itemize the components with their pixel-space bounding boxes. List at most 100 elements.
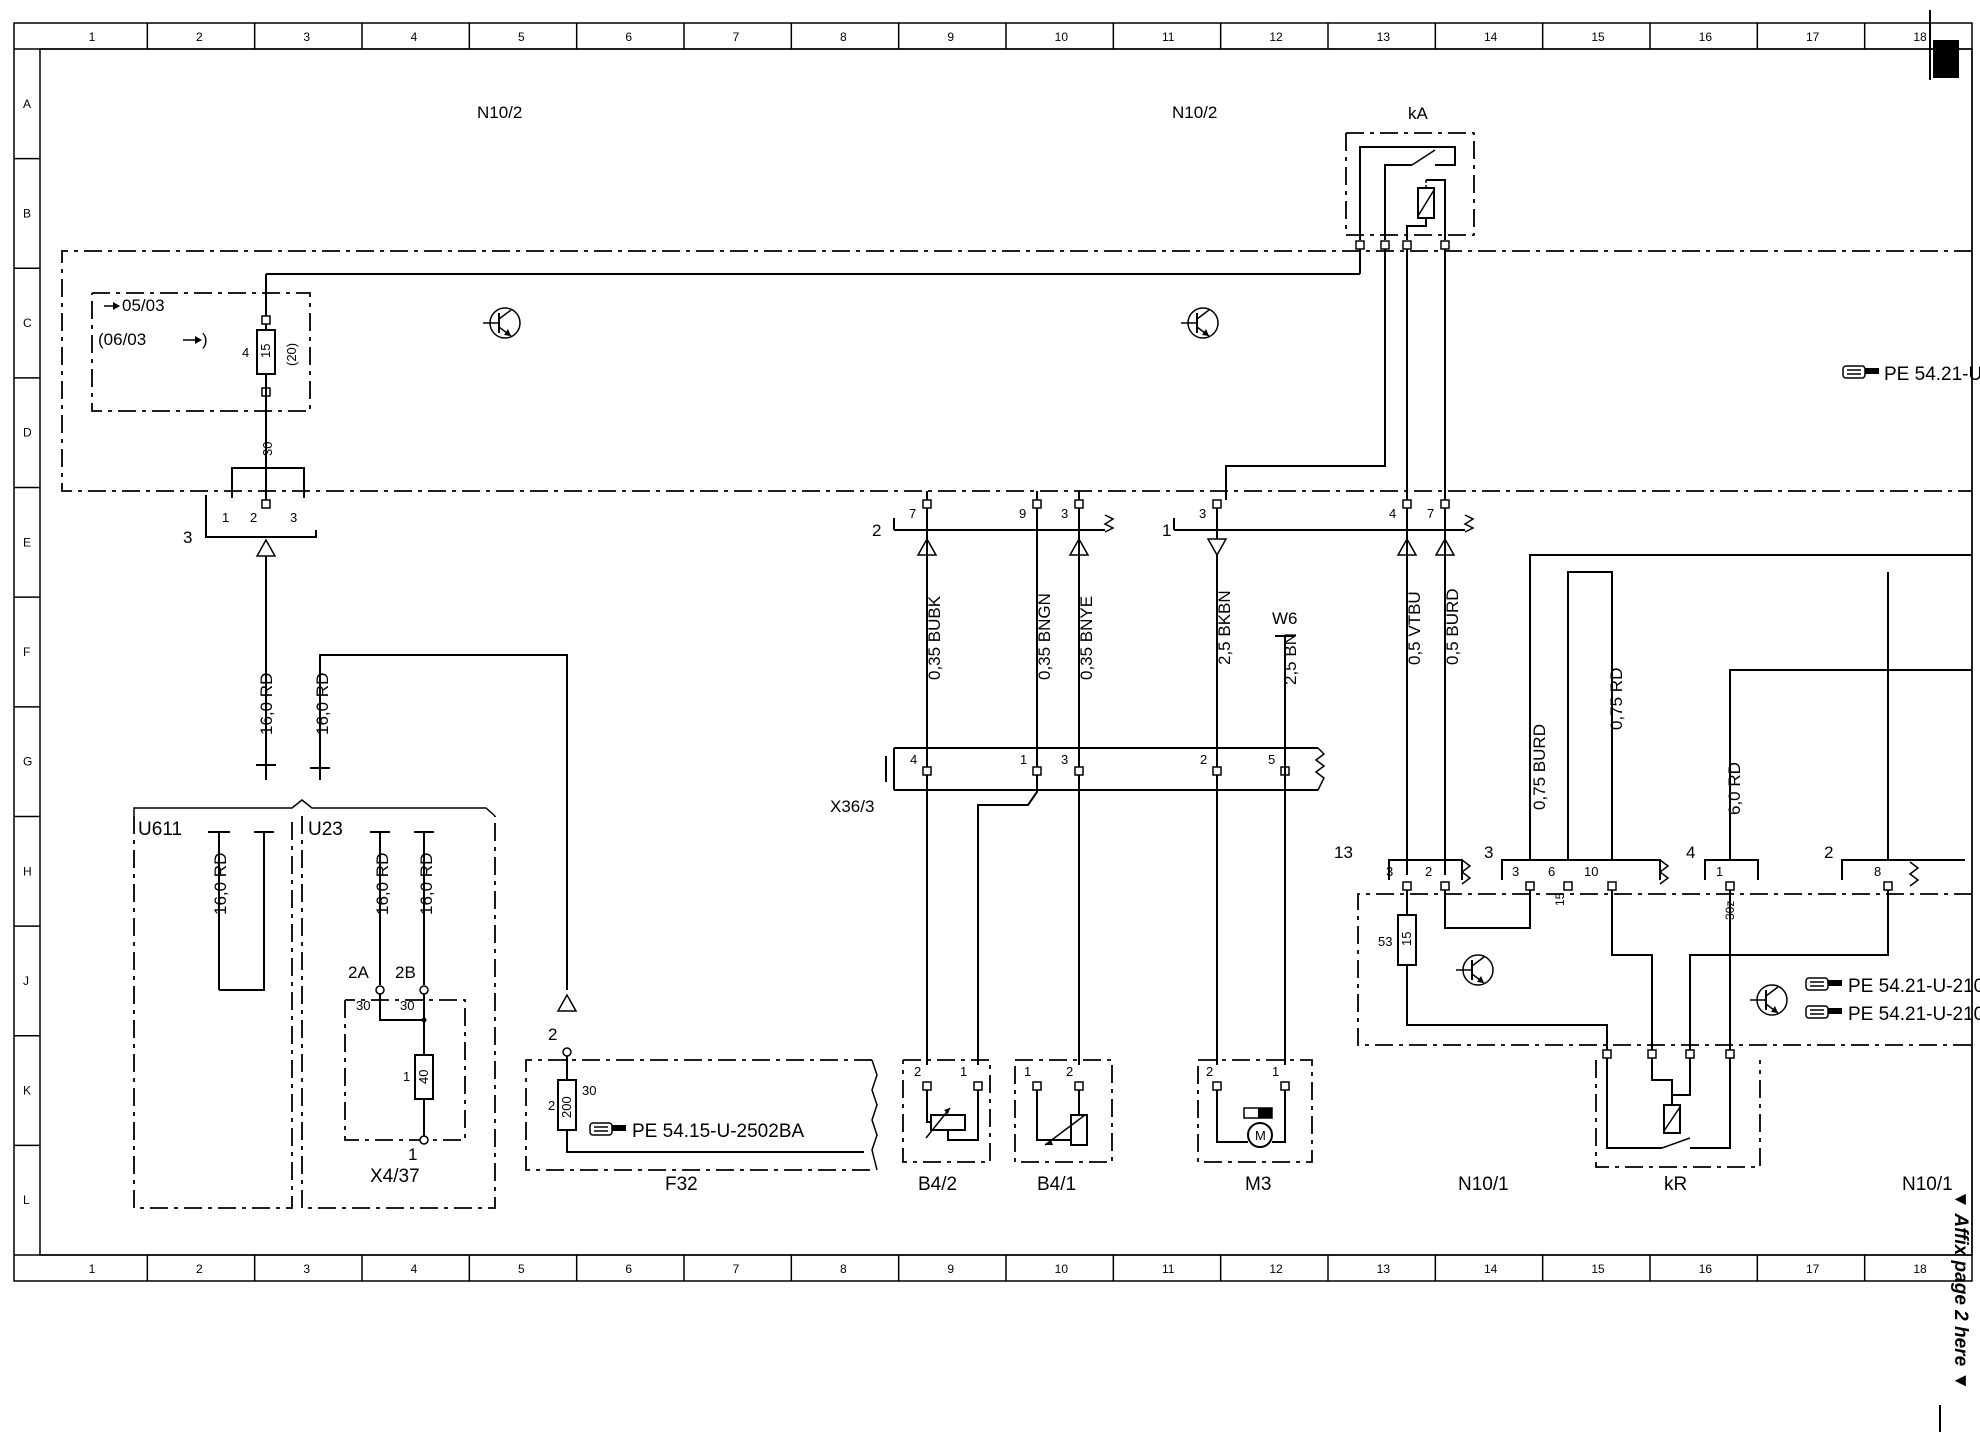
grid-column-label: 15 bbox=[1591, 1262, 1605, 1276]
module-label-n10-1-right: N10/1 bbox=[1902, 1174, 1953, 1195]
x4-37-terminal-2b: 2B bbox=[395, 963, 416, 982]
grid-column-label: 10 bbox=[1055, 30, 1069, 44]
grid-column-label: 14 bbox=[1484, 1262, 1498, 1276]
fuse-number: 15 bbox=[258, 344, 273, 358]
pe-reference-n10-1: PE 54.21-U-210 bbox=[1848, 976, 1980, 997]
connector-2h-pin: 8 bbox=[1874, 864, 1881, 879]
connector-3h-pin: 3 bbox=[1512, 864, 1519, 879]
grid-row-label: A bbox=[23, 97, 31, 111]
connector-1-pin: 4 bbox=[1389, 506, 1396, 521]
ground-w6: W6 bbox=[1272, 609, 1298, 628]
connector-4h-id: 4 bbox=[1686, 843, 1695, 862]
pe-reference-top: PE 54.21-U- bbox=[1884, 364, 1980, 385]
arrow-right-icon bbox=[104, 302, 120, 310]
wire-label: 0,75 BURD bbox=[1530, 724, 1549, 810]
grid-column-label: 13 bbox=[1377, 30, 1391, 44]
f32-fuse-pin: 2 bbox=[548, 1098, 555, 1113]
transistor-icon bbox=[1181, 307, 1219, 339]
connector-3h-pin: 6 bbox=[1548, 864, 1555, 879]
grid-column-label: 1 bbox=[89, 30, 96, 44]
wire-label: 2,5 BKBN bbox=[1215, 590, 1234, 665]
drawing-frame bbox=[13, 10, 1973, 1282]
u611-u23-enclosure bbox=[133, 799, 496, 1209]
pe-reference-n10-1: PE 54.21-U-210 bbox=[1848, 1004, 1980, 1025]
grid-row-label: C bbox=[23, 316, 32, 330]
connector-4h-pin: 1 bbox=[1716, 864, 1723, 879]
relay-kr bbox=[1595, 1049, 1761, 1168]
grid-row-label: E bbox=[23, 535, 31, 549]
grid-column-label: 9 bbox=[947, 1262, 954, 1276]
motor-symbol: M bbox=[1255, 1128, 1266, 1143]
x36-3-pin: 2 bbox=[1200, 752, 1207, 767]
grid-column-label: 13 bbox=[1377, 1262, 1391, 1276]
grid-row-label: B bbox=[23, 206, 31, 220]
connector-2 bbox=[893, 491, 1115, 533]
grid-row-label: F bbox=[23, 645, 30, 659]
connector-13-pin: 2 bbox=[1425, 864, 1432, 879]
grid-column-label: 3 bbox=[303, 1262, 310, 1276]
affix-page-note: ▼ Affix page 2 here ▼ bbox=[1950, 1190, 1971, 1390]
sensor-b4-2 bbox=[902, 1059, 991, 1163]
grid-row-label: J bbox=[23, 974, 29, 988]
n10-1-sub-15: 15 bbox=[1553, 892, 1567, 906]
wire-label: 0,5 VTBU bbox=[1405, 591, 1424, 665]
grid-column-label: 4 bbox=[411, 30, 418, 44]
connector-2-id: 2 bbox=[872, 521, 881, 540]
grid-column-label: 11 bbox=[1162, 30, 1175, 44]
component-u611: U611 bbox=[138, 819, 182, 840]
fuse-valid-paren: (06/03 bbox=[98, 330, 146, 349]
sensor-b4-1 bbox=[1014, 1059, 1113, 1163]
connector-1-pin: 7 bbox=[1427, 506, 1434, 521]
relay-ka-label: kA bbox=[1408, 104, 1429, 123]
connector-x4-37 bbox=[344, 985, 466, 1145]
grid-column-label: 11 bbox=[1162, 1262, 1175, 1276]
connector-2h-id: 2 bbox=[1824, 843, 1833, 862]
f32-pin: 2 bbox=[548, 1025, 557, 1044]
x36-3-pin: 1 bbox=[1020, 752, 1027, 767]
connector-2-pin: 7 bbox=[909, 506, 916, 521]
connector-2-pin: 9 bbox=[1019, 506, 1026, 521]
grid-column-label: 10 bbox=[1055, 1262, 1069, 1276]
transistor-icon bbox=[1750, 984, 1788, 1016]
x4-37-terminal-2a: 2A bbox=[348, 963, 369, 982]
grid-column-label: 14 bbox=[1484, 30, 1498, 44]
grid-column-label: 3 bbox=[303, 30, 310, 44]
fuse-valid-from: 05/03 bbox=[122, 296, 165, 315]
grid-column-label: 1 bbox=[89, 1262, 96, 1276]
x36-3-pin: 3 bbox=[1061, 752, 1068, 767]
x4-37-pin: 30 bbox=[400, 998, 414, 1013]
n10-1-fuse-value: 15 bbox=[1399, 932, 1414, 946]
n10-1-sub-30z: 30z bbox=[1723, 901, 1737, 920]
wire-label: 2,5 BN bbox=[1281, 633, 1300, 685]
transistor-icon bbox=[1456, 954, 1494, 986]
wire-label: 16,0 RD bbox=[313, 673, 332, 735]
x4-37-pin: 30 bbox=[356, 998, 370, 1013]
wire-label: 0,35 BUBK bbox=[925, 595, 944, 680]
b4-2-pin: 2 bbox=[914, 1064, 921, 1079]
grid-column-label: 7 bbox=[733, 1262, 740, 1276]
fuse-amps: (20) bbox=[284, 343, 299, 366]
x4-37-pin: 1 bbox=[403, 1069, 410, 1084]
grid-column-label: 2 bbox=[196, 1262, 203, 1276]
pe-reference-f32: PE 54.15-U-2502BA bbox=[632, 1121, 804, 1142]
grid-column-label: 7 bbox=[733, 30, 740, 44]
connector-3-pin: 3 bbox=[290, 510, 297, 525]
grid-column-label: 8 bbox=[840, 1262, 847, 1276]
component-f32: F32 bbox=[665, 1174, 698, 1195]
fuse-pin-left: 4 bbox=[242, 345, 249, 360]
component-b4-2: B4/2 bbox=[918, 1174, 957, 1195]
connector-13-id: 13 bbox=[1334, 843, 1353, 862]
connector-1-pin: 3 bbox=[1199, 506, 1206, 521]
connector-x36-3-id: X36/3 bbox=[830, 797, 874, 816]
m3-pin: 2 bbox=[1206, 1064, 1213, 1079]
x4-37-fuse: 40 bbox=[416, 1070, 431, 1084]
grid-column-label: 4 bbox=[411, 1262, 418, 1276]
grid-row-label: L bbox=[23, 1193, 30, 1207]
grid-column-label: 16 bbox=[1699, 1262, 1713, 1276]
relay-ka bbox=[1345, 132, 1475, 250]
component-b4-1: B4/1 bbox=[1037, 1174, 1076, 1195]
grid-column-label: 18 bbox=[1913, 30, 1927, 44]
connector-3 bbox=[205, 467, 317, 538]
module-label-n10-2-left: N10/2 bbox=[477, 103, 522, 122]
